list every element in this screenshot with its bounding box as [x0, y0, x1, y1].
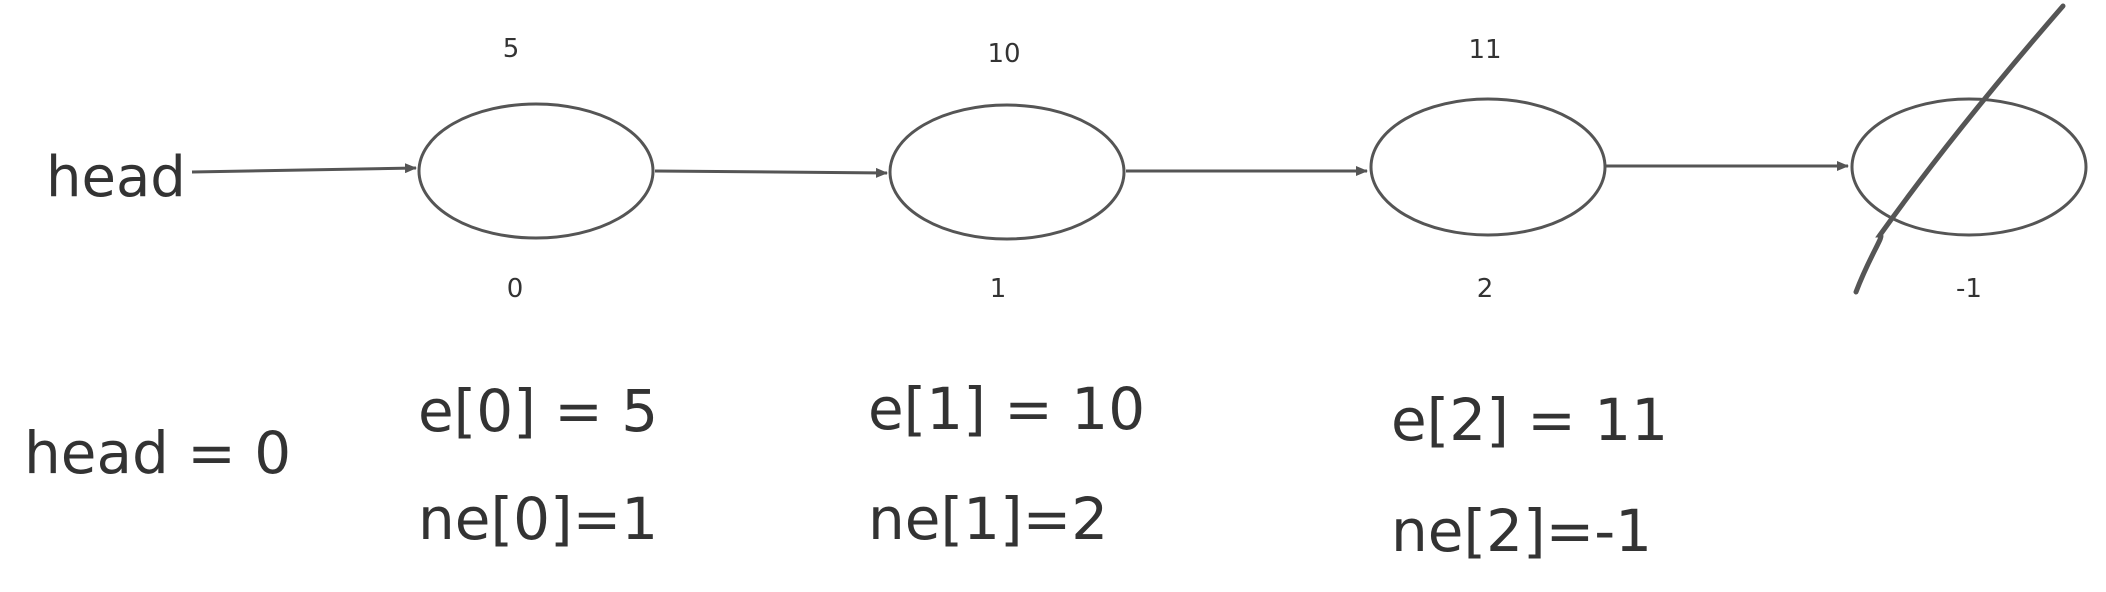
- node-value: 10: [987, 39, 1020, 69]
- node-ellipse: [1369, 97, 1607, 237]
- null-node-ellipse: [1850, 97, 2088, 237]
- e-array-entry: e[1] = 10: [868, 375, 1145, 443]
- node-ellipse: [417, 102, 655, 240]
- node-value: 5: [503, 34, 520, 64]
- arrow-head-to-node-0: [191, 163, 417, 174]
- node-index: 0: [507, 274, 524, 304]
- e-array-entry: e[0] = 5: [418, 377, 658, 445]
- node-index: -1: [1956, 274, 1982, 304]
- list-node: 11 2: [1369, 35, 1607, 304]
- node-index: 1: [990, 274, 1007, 304]
- null-node: -1: [1850, 3, 2088, 304]
- head-label: head: [46, 145, 186, 210]
- node-index: 2: [1477, 274, 1494, 304]
- node-ellipse: [888, 103, 1126, 241]
- arrow-node-0-to-node-1: [654, 167, 888, 178]
- list-node: 5 0: [417, 34, 655, 304]
- e-array-entry: e[2] = 11: [1391, 386, 1668, 454]
- node-value: 11: [1468, 35, 1501, 65]
- ne-array-entry: ne[1]=2: [868, 485, 1108, 553]
- list-node: 10 1: [888, 39, 1126, 304]
- head-assignment: head = 0: [24, 419, 291, 487]
- cross-out-stroke: [1853, 3, 2066, 295]
- ne-array-entry: ne[2]=-1: [1391, 497, 1652, 565]
- ne-array-entry: ne[0]=1: [418, 485, 658, 553]
